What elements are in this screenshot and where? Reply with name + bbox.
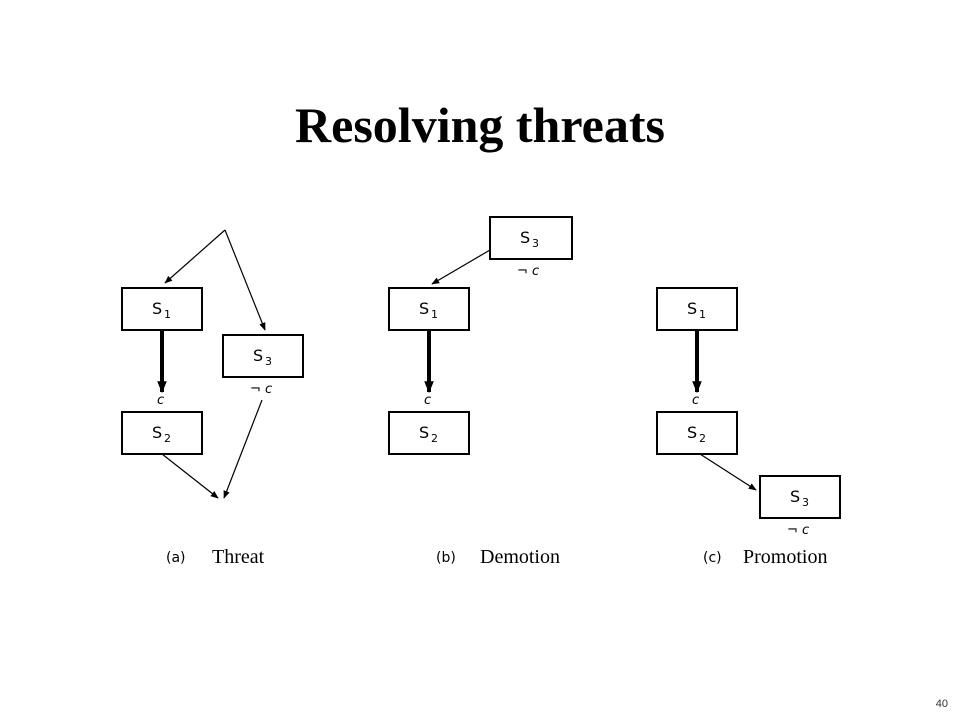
panel-c-caption: Promotion	[743, 546, 827, 568]
step-s1-subscript: 1	[699, 308, 706, 321]
edge-s2-to-finish	[161, 453, 219, 499]
step-s1-label: S	[152, 299, 162, 318]
panel-c-promotion: S 1 c S 2 S 3 ¬ c (c) Promotion	[656, 287, 841, 568]
condition-not-c: ¬ c	[517, 264, 539, 279]
step-s3-subscript: 3	[265, 355, 272, 368]
page-number: 40	[935, 698, 948, 710]
edge-s2-to-s3	[699, 453, 757, 491]
step-s2-box: S 2	[388, 411, 470, 455]
panel-a-threat: S 1 c S 2 S 3 ¬ c (a) Threat	[121, 229, 304, 568]
step-s1-box: S 1	[121, 287, 203, 331]
step-s3-subscript: 3	[532, 237, 539, 250]
step-s3-box: S 3	[759, 475, 841, 519]
panel-b-caption: Demotion	[480, 546, 560, 568]
step-s2-box: S 2	[656, 411, 738, 455]
step-s2-label: S	[152, 423, 162, 442]
panel-a-caption: Threat	[212, 546, 265, 568]
step-s1-box: S 1	[656, 287, 738, 331]
step-s1-subscript: 1	[164, 308, 171, 321]
edge-start-to-s3	[224, 229, 266, 331]
panel-c-tag: (c)	[703, 550, 722, 566]
step-s1-subscript: 1	[431, 308, 438, 321]
panel-b-demotion: S 3 ¬ c S 1 c S 2 (b) Demotion	[388, 216, 573, 568]
step-s2-subscript: 2	[431, 432, 438, 445]
condition-not-c: ¬ c	[787, 523, 809, 538]
condition-not-c: ¬ c	[250, 382, 272, 397]
step-s1-box: S 1	[388, 287, 470, 331]
step-s2-label: S	[687, 423, 697, 442]
edge-start-to-s1	[164, 229, 226, 284]
step-s3-subscript: 3	[802, 496, 809, 509]
step-s1-label: S	[419, 299, 429, 318]
condition-c: c	[157, 393, 164, 408]
condition-c: c	[424, 393, 431, 408]
step-s3-box: S 3	[222, 334, 304, 378]
page-title: Resolving threats	[295, 97, 665, 153]
step-s2-label: S	[419, 423, 429, 442]
panel-a-tag: (a)	[166, 550, 186, 566]
panel-b-tag: (b)	[436, 550, 456, 566]
edge-s3-to-s1	[431, 249, 491, 285]
step-s3-label: S	[520, 228, 530, 247]
step-s3-label: S	[790, 487, 800, 506]
step-s2-subscript: 2	[699, 432, 706, 445]
edge-s3-to-finish	[223, 399, 263, 499]
condition-c: c	[692, 393, 699, 408]
step-s2-subscript: 2	[164, 432, 171, 445]
step-s1-label: S	[687, 299, 697, 318]
step-s2-box: S 2	[121, 411, 203, 455]
step-s3-label: S	[253, 346, 263, 365]
step-s3-box: S 3	[489, 216, 573, 260]
